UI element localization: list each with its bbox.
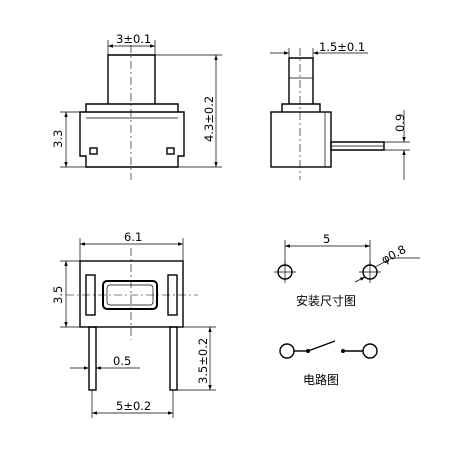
dim-hole-pitch: 5 (323, 232, 330, 246)
top-pin-left (88, 326, 97, 391)
circuit-terminal-left (279, 343, 295, 359)
front-shoulder (85, 103, 179, 112)
dim-top-pin-width: 0.5 (113, 354, 131, 368)
front-view: 3±0.1 3.3 4.3±0.2 (51, 32, 222, 180)
dim-front-body-height: 3.3 (51, 130, 65, 148)
mounting-label: 安装尺寸图 (296, 293, 356, 308)
circuit-switch-lever (307, 340, 336, 352)
mounting-layout: 5 φ0.8 安装尺寸图 (274, 232, 420, 308)
dim-front-total-height: 4.3±0.2 (202, 96, 216, 142)
dim-top-pin-pitch: 5±0.2 (116, 399, 151, 413)
dim-top-body-depth: 3.5 (51, 286, 65, 304)
circuit-terminal-right (362, 343, 378, 359)
side-button (288, 57, 314, 104)
top-view: 6.1 3.5 0.5 3.5±0.2 5±0.2 (51, 230, 216, 418)
circuit-label: 电路图 (303, 372, 339, 387)
front-button (107, 54, 156, 104)
dim-top-body-width: 6.1 (124, 230, 142, 244)
front-notch-right (166, 147, 175, 155)
dim-side-pin-thickness: 0.9 (393, 114, 407, 132)
side-view: 1.5±0.1 0.9 (270, 40, 410, 180)
dim-front-button-width: 3±0.1 (116, 32, 151, 46)
front-body (79, 111, 185, 168)
dim-side-button-width: 1.5±0.1 (319, 40, 365, 54)
dim-top-pin-length: 3.5±0.2 (196, 338, 210, 384)
top-pin-right (169, 326, 178, 391)
top-body (79, 260, 184, 328)
side-body (270, 111, 332, 168)
front-notch-left (89, 147, 98, 155)
dim-hole-diameter: φ0.8 (379, 242, 408, 267)
circuit-diagram: 电路图 (279, 340, 378, 387)
